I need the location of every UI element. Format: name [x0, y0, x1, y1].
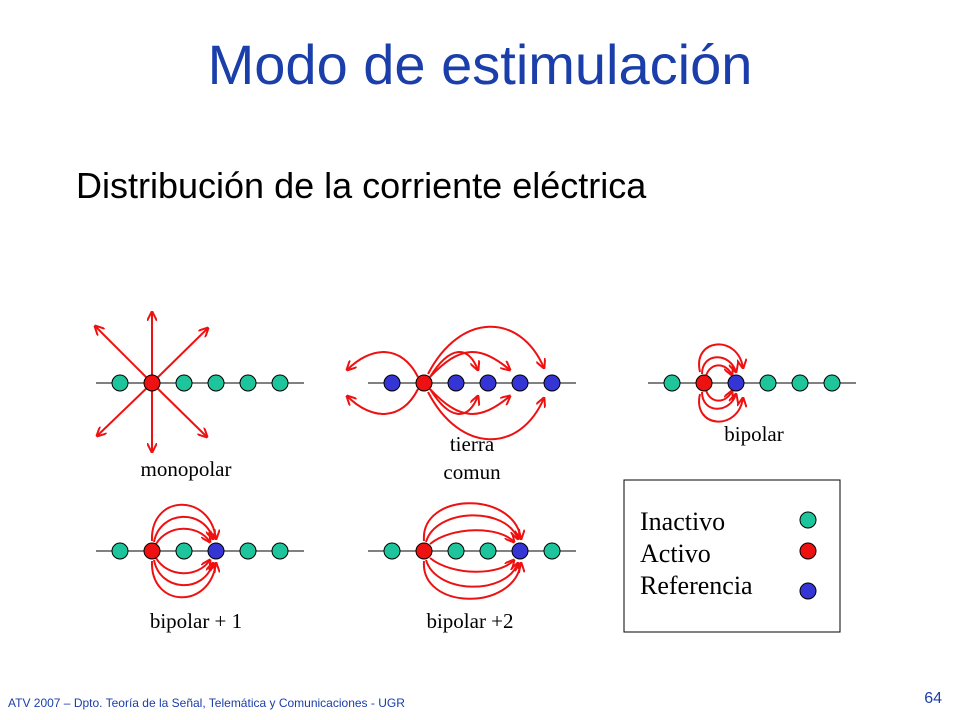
field-arrow [701, 392, 736, 410]
field-arrow [153, 515, 213, 543]
bipolar-electrodes [663, 374, 841, 392]
field-arrow [422, 560, 521, 600]
electrode [271, 542, 289, 560]
field-arrow [429, 529, 514, 545]
field-arrow [422, 502, 521, 542]
electrode [511, 542, 529, 560]
monopolar-arrows [95, 312, 208, 452]
field-arrow [429, 351, 510, 378]
electrode [511, 374, 529, 392]
bipolar-plus-1-diagram: bipolar + 1 [96, 503, 304, 633]
electrode [143, 542, 161, 560]
field-arrow [155, 558, 210, 575]
bipolar-plus-1-electrodes [111, 542, 289, 560]
electrode [111, 374, 129, 392]
monopolar-label: monopolar [141, 457, 232, 481]
electrode [543, 374, 561, 392]
bipolar-plus-1-arrows [150, 503, 216, 599]
page-number: 64 [924, 690, 942, 707]
electrode [759, 374, 777, 392]
tierra-comun-diagram: tierra comun [347, 325, 576, 484]
field-arrow [429, 557, 514, 573]
field-arrow [429, 351, 478, 378]
electrode [447, 374, 465, 392]
field-arrow [705, 364, 732, 376]
field-arrow [95, 326, 153, 384]
electrode [239, 542, 257, 560]
field-arrow [427, 325, 544, 375]
field-arrow [153, 559, 213, 587]
footer-text: ATV 2007 – Dpto. Teoría de la Señal, Tel… [8, 696, 405, 710]
electrode [111, 542, 129, 560]
electrode [207, 542, 225, 560]
tierra-comun-label-line1: tierra [450, 432, 495, 456]
field-arrow [425, 514, 518, 543]
bipolar-plus-2-arrows [422, 502, 521, 600]
field-arrow [705, 390, 732, 402]
electrode [415, 374, 433, 392]
electrode [143, 374, 161, 392]
bipolar-diagram: bipolar [648, 343, 856, 446]
field-arrow [701, 356, 736, 374]
field-arrow [151, 382, 207, 437]
electrode [447, 542, 465, 560]
legend-dot-reference [799, 582, 817, 600]
field-arrow [150, 503, 216, 542]
legend-label-inactive: Inactivo [640, 507, 725, 536]
legend: Inactivo Activo Referencia [623, 479, 841, 633]
field-arrow [429, 388, 478, 415]
field-arrow [347, 351, 419, 378]
bipolar-plus-2-diagram: bipolar +2 [368, 502, 576, 633]
tierra-comun-arrows [347, 325, 544, 441]
bipolar-plus-1-label: bipolar + 1 [150, 609, 242, 633]
tierra-comun-label-line2: comun [443, 460, 501, 484]
electrode [383, 374, 401, 392]
field-arrow [427, 391, 544, 441]
electrode [383, 542, 401, 560]
electrode [415, 542, 433, 560]
electrode [479, 374, 497, 392]
bipolar-plus-2-electrodes [383, 542, 561, 560]
electrode [271, 374, 289, 392]
slide-subtitle: Distribución de la corriente eléctrica [76, 165, 647, 206]
legend-dot-inactive [799, 511, 817, 529]
bipolar-arrows [698, 343, 743, 423]
electrode [175, 374, 193, 392]
field-arrow [97, 382, 153, 436]
bipolar-label: bipolar [724, 422, 783, 446]
field-arrow [151, 328, 208, 384]
electrode [239, 374, 257, 392]
electrode [479, 542, 497, 560]
monopolar-diagram: monopolar [95, 312, 304, 481]
field-arrow [155, 527, 210, 544]
monopolar-electrodes [111, 374, 289, 392]
slide-title: Modo de estimulación [207, 33, 753, 96]
legend-label-reference: Referencia [640, 571, 753, 600]
field-arrow [425, 559, 518, 588]
electrode [695, 374, 713, 392]
legend-label-active: Activo [640, 539, 711, 568]
field-arrow [347, 388, 419, 415]
tierra-comun-electrodes [383, 374, 561, 392]
electrode [207, 374, 225, 392]
legend-dot-active [799, 542, 817, 560]
bipolar-plus-2-label: bipolar +2 [426, 609, 513, 633]
electrode [663, 374, 681, 392]
field-arrow [698, 393, 743, 423]
electrode [175, 542, 193, 560]
electrode [823, 374, 841, 392]
electrode [727, 374, 745, 392]
field-arrow [698, 343, 743, 373]
field-arrow [150, 560, 216, 599]
electrode [543, 542, 561, 560]
electrode [791, 374, 809, 392]
field-arrow [429, 388, 510, 415]
